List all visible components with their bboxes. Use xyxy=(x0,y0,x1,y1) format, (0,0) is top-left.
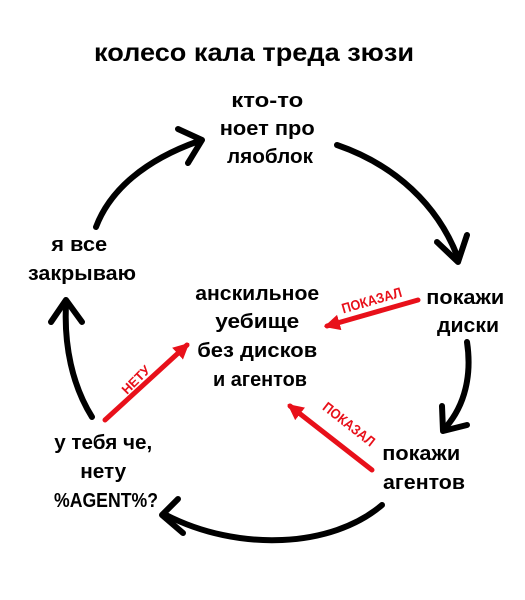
arrow-bottom-right-to-bottom-left xyxy=(159,496,385,544)
node-bottom-left: у тебя че, нету %AGENT%? xyxy=(54,432,158,512)
node-top-line: ляоблок xyxy=(227,146,314,168)
red-arrow-showed-disks xyxy=(323,297,421,331)
cycle-arrows xyxy=(48,126,472,544)
arrow-top-to-right xyxy=(334,142,470,265)
red-arrow-showed-agents xyxy=(287,403,375,473)
node-center: анскильное уебище без дисков и агентов xyxy=(195,283,325,391)
node-right-line: покажи xyxy=(426,287,504,309)
node-right: покажи диски xyxy=(426,287,510,337)
node-top: кто-то ноет про ляоблок xyxy=(220,90,321,168)
node-center-line: и агентов xyxy=(213,369,307,391)
arrow-left-to-top xyxy=(93,126,205,230)
node-right-line: диски xyxy=(437,315,499,337)
node-bottom-right: покажи агентов xyxy=(382,443,466,494)
node-left-line: я все xyxy=(50,234,107,256)
node-left: я все закрываю xyxy=(28,234,136,285)
node-bottom-left-line: нету xyxy=(80,461,127,483)
node-bottom-right-line: агентов xyxy=(383,472,465,494)
red-arrow-none xyxy=(102,342,190,423)
arrow-right-to-bottom-right xyxy=(439,339,472,434)
node-bottom-left-line: у тебя че, xyxy=(54,432,152,454)
node-left-line: закрываю xyxy=(28,263,136,285)
red-arrows xyxy=(102,297,421,473)
node-center-line: уебище xyxy=(215,311,299,333)
node-bottom-right-line: покажи xyxy=(382,443,460,465)
label-showed-agents: ПОКАЗАЛ xyxy=(320,399,379,450)
node-top-line: ноет про xyxy=(220,118,315,140)
node-center-line: без дисков xyxy=(197,340,317,362)
arrow-bottom-left-to-left xyxy=(48,297,95,420)
node-center-line: анскильное xyxy=(195,283,319,305)
diagram-title: колесо кала треда зюзи xyxy=(94,39,414,67)
node-bottom-left-line: %AGENT%? xyxy=(54,490,158,512)
node-top-line: кто-то xyxy=(231,90,303,112)
